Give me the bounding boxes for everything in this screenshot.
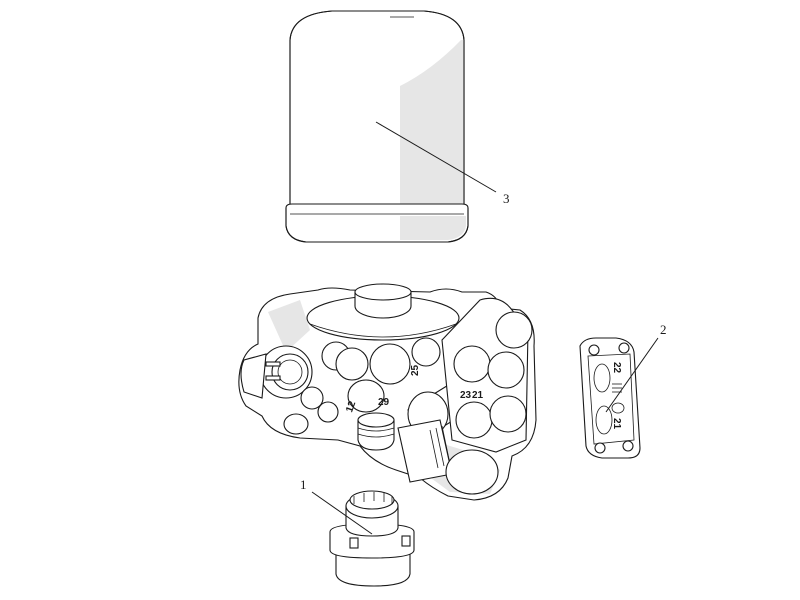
port-label-21-cover: 21 [611, 418, 622, 430]
leader-3 [375, 121, 497, 193]
callout-3: 3 [503, 191, 510, 206]
callout-2: 2 [660, 322, 667, 337]
cover-plate [579, 337, 641, 459]
port-label-12: 12 [344, 399, 358, 414]
dryer-cartridge [285, 10, 469, 243]
callout-1: 1 [300, 477, 307, 492]
port-label-25: 25 [410, 364, 421, 376]
port-label-22: 22 [611, 362, 622, 374]
port-label-29: 29 [378, 397, 390, 408]
valve-body [238, 283, 537, 501]
leader-2 [605, 337, 659, 413]
cap-fitting [329, 490, 415, 587]
port-label-21: 21 [472, 390, 484, 401]
port-label-23: 23 [460, 390, 472, 401]
leader-1 [311, 491, 373, 535]
